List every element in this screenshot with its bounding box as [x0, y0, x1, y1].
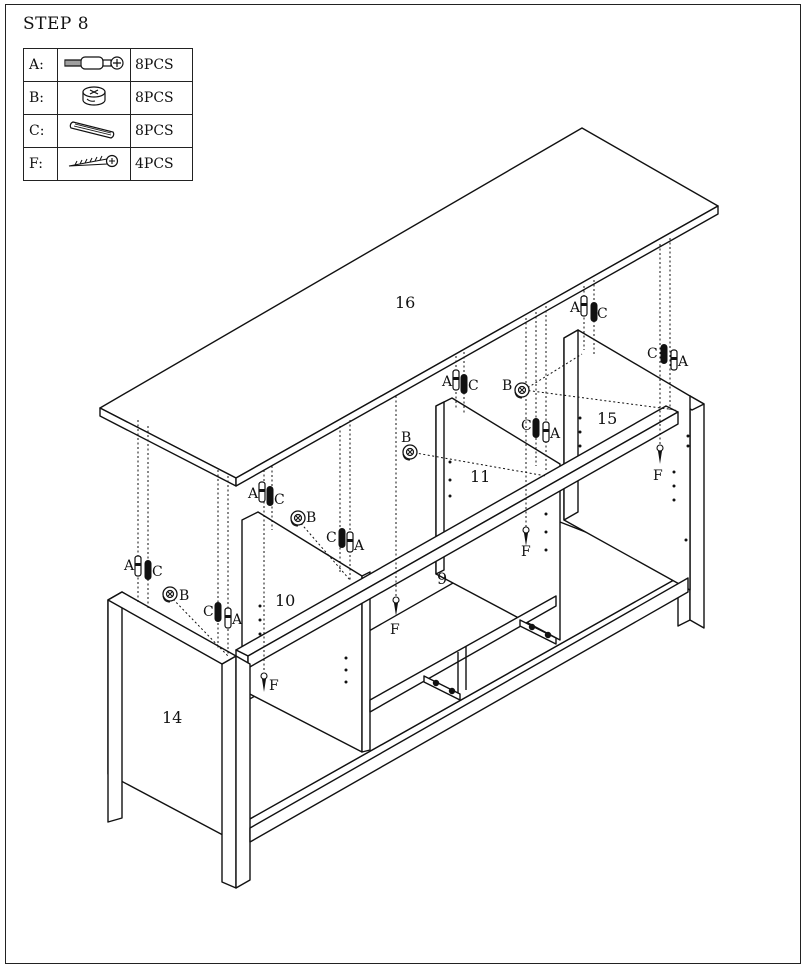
- step-title: STEP 8: [23, 14, 90, 34]
- drawer-slide-left: [423, 675, 461, 701]
- parts-row-c: C: 8PCS: [23, 114, 193, 148]
- panel-label-left-side: 14: [162, 708, 182, 727]
- parts-row-f: F: 4PCS: [23, 147, 193, 181]
- panel-label-front-rail: 9: [437, 569, 447, 588]
- label-a: A: [123, 558, 135, 574]
- label-b: B: [306, 510, 316, 526]
- label-a: A: [247, 486, 259, 502]
- label-c: C: [274, 492, 285, 508]
- label-a: A: [677, 354, 689, 370]
- drawer-slide-right: [519, 619, 557, 645]
- left-leg-back: [107, 591, 123, 823]
- panel-label-center-divider: 11: [470, 467, 490, 486]
- label-a: A: [569, 300, 581, 316]
- part-label: B:: [23, 81, 58, 115]
- label-c: C: [203, 604, 214, 620]
- part-quantity: 8PCS: [130, 48, 193, 82]
- label-a: A: [231, 612, 243, 628]
- right-leg-side: [689, 395, 705, 629]
- label-f: F: [653, 468, 663, 484]
- drawer-shelf: [369, 595, 557, 713]
- panel-label-right-side: 15: [597, 409, 617, 428]
- part-quantity: 8PCS: [130, 114, 193, 148]
- label-b: B: [502, 378, 512, 394]
- label-c: C: [597, 306, 608, 322]
- panel-label-top: 16: [395, 293, 415, 312]
- label-f: F: [269, 678, 279, 694]
- label-c: C: [647, 346, 658, 362]
- label-c: C: [468, 378, 479, 394]
- screw-icon: [68, 154, 119, 168]
- label-f: F: [390, 622, 400, 638]
- parts-list: A: 8PCS B: 8PCS C:: [23, 48, 193, 181]
- label-c: C: [521, 418, 532, 434]
- label-b: B: [179, 588, 189, 604]
- label-b: B: [401, 430, 411, 446]
- label-a: A: [549, 426, 561, 442]
- label-a: A: [441, 374, 453, 390]
- parts-row-a: A: 8PCS: [23, 48, 193, 82]
- wood-dowel-icon: [69, 121, 115, 139]
- part-label: F:: [23, 147, 58, 181]
- label-c: C: [326, 530, 337, 546]
- label-c: C: [152, 564, 163, 580]
- part-label: A:: [23, 48, 58, 82]
- label-a: A: [353, 538, 365, 554]
- left-leg-front: [221, 655, 237, 889]
- cam-bolt-icon: [64, 56, 124, 70]
- label-f: F: [521, 544, 531, 560]
- part-quantity: 4PCS: [130, 147, 193, 181]
- panel-label-left-divider: 10: [275, 591, 295, 610]
- diagram-frame: [5, 4, 801, 964]
- front-bottom-rail: [249, 577, 689, 843]
- cam-lock-icon: [82, 86, 106, 106]
